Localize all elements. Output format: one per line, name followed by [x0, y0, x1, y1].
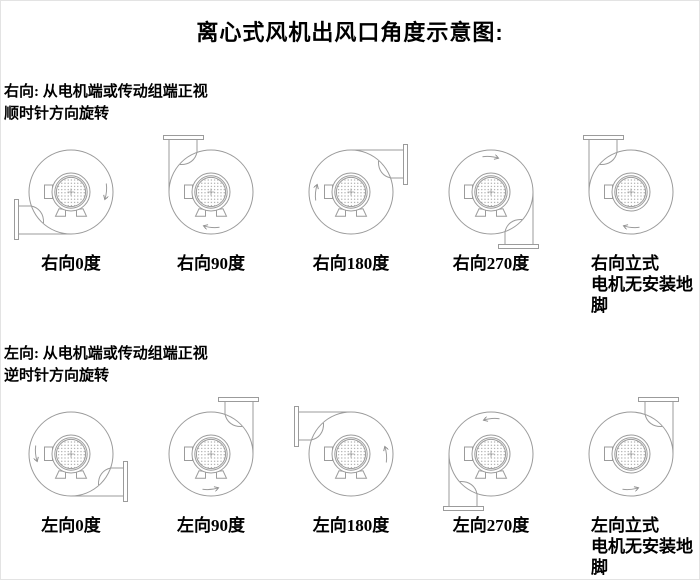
fan-figure-left-vertical: 左向立式 电机无安装地脚 [561, 395, 699, 577]
fan-figure-left-270deg: 左向270度 [421, 395, 561, 561]
fan-diagram-left-270deg [429, 395, 553, 513]
fan-caption: 左向立式 电机无安装地脚 [591, 516, 693, 577]
fan-diagram-left-180deg [289, 395, 413, 513]
fan-figure-left-0deg: 左向0度 [1, 395, 141, 561]
section-header-right: 右向: 从电机端或传动组端正视 顺时针方向旋转 [4, 81, 699, 125]
fan-row-left: 左向0度 左向90度 左向180度 [1, 395, 699, 577]
fan-diagram-right-180deg [289, 133, 413, 251]
section-header-left: 左向: 从电机端或传动组端正视 逆时针方向旋转 [4, 343, 699, 387]
fan-diagram-left-90deg [149, 395, 273, 513]
fan-caption: 右向270度 [452, 254, 530, 273]
fan-figure-right-270deg: 右向270度 [421, 133, 561, 299]
fan-caption: 左向180度 [312, 516, 390, 535]
fan-diagram-left-vertical [569, 395, 693, 513]
fan-row-right: 右向0度 右向90度 右向180度 [1, 133, 699, 315]
fan-figure-left-180deg: 左向180度 [281, 395, 421, 561]
section-left-line1: 左向: 从电机端或传动组端正视 [4, 346, 208, 362]
section-right-line1: 右向: 从电机端或传动组端正视 [4, 84, 208, 100]
section-right-line2: 顺时针方向旋转 [4, 106, 110, 122]
fan-diagram-left-0deg [9, 395, 133, 513]
fan-figure-right-vertical: 右向立式 电机无安装地脚 [561, 133, 699, 315]
fan-caption: 右向立式 电机无安装地脚 [591, 254, 693, 315]
fan-figure-right-0deg: 右向0度 [1, 133, 141, 299]
fan-figure-left-90deg: 左向90度 [141, 395, 281, 561]
fan-diagram-right-0deg [9, 133, 133, 251]
page-title: 离心式风机出风口角度示意图: [196, 20, 504, 45]
fan-caption: 右向0度 [41, 254, 101, 273]
fan-caption: 左向270度 [452, 516, 530, 535]
section-left-line2: 逆时针方向旋转 [4, 368, 110, 384]
fan-figure-right-180deg: 右向180度 [281, 133, 421, 299]
fan-diagram-right-90deg [149, 133, 273, 251]
fan-diagram-right-vertical [569, 133, 693, 251]
fan-caption: 左向90度 [177, 516, 245, 535]
fan-caption: 左向0度 [41, 516, 101, 535]
fan-caption: 右向90度 [177, 254, 245, 273]
fan-diagram-right-270deg [429, 133, 553, 251]
fan-figure-right-90deg: 右向90度 [141, 133, 281, 299]
fan-caption: 右向180度 [312, 254, 390, 273]
